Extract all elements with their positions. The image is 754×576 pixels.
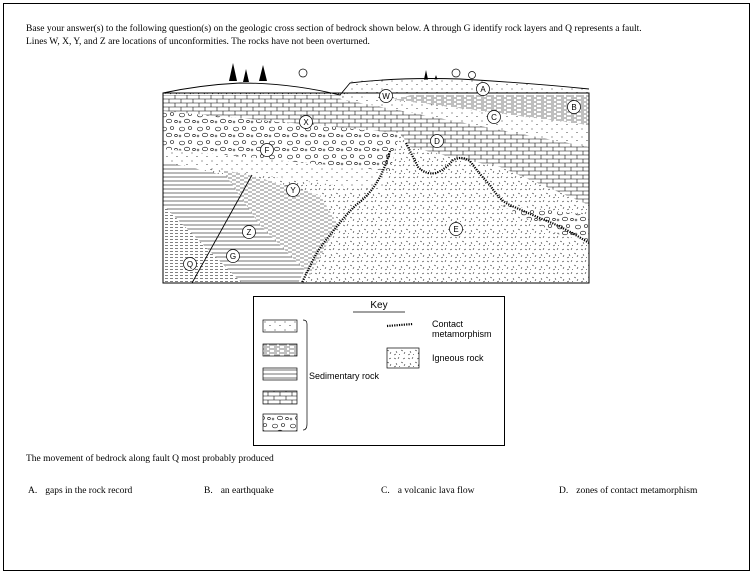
map-key: Key Sedimentary rock Contact metamorphis… <box>253 296 505 446</box>
choice-D[interactable]: D. zones of contact metamorphism <box>559 486 697 496</box>
choice-A-text: gaps in the rock record <box>45 486 133 496</box>
layer-labels: A B C D E F G Q W X Y Z <box>183 82 581 271</box>
intro-line-2: Lines W, X, Y, and Z are locations of un… <box>26 37 370 47</box>
intro-line-1: Base your answer(s) to the following que… <box>26 24 642 34</box>
choice-B-letter: B. <box>204 486 213 496</box>
key-contact-line-2: metamorphism <box>432 329 492 339</box>
label-A: A <box>476 82 490 96</box>
label-E: E <box>449 222 463 236</box>
choice-D-letter: D. <box>559 486 569 496</box>
contact-metamorphism-symbol <box>386 322 414 328</box>
svg-text:X: X <box>303 118 309 127</box>
label-F: F <box>260 143 274 157</box>
label-G: G <box>226 249 240 263</box>
label-D: D <box>430 134 444 148</box>
key-igneous-swatch <box>386 347 420 369</box>
contact-metamorphism-line <box>300 142 590 284</box>
svg-text:A: A <box>480 85 486 94</box>
svg-text:B: B <box>571 103 576 112</box>
layer-C-dotted <box>340 95 589 147</box>
layer-A-top <box>350 79 589 95</box>
ground-surface-line <box>162 78 590 96</box>
choice-B[interactable]: B. an earthquake <box>204 486 274 496</box>
layer-B-shale <box>390 87 589 125</box>
svg-text:F: F <box>265 146 270 155</box>
label-W: W <box>379 89 393 103</box>
key-title: Key <box>370 300 387 311</box>
choice-A-letter: A. <box>28 486 38 496</box>
key-igneous-label: Igneous rock <box>432 353 484 363</box>
svg-text:W: W <box>382 92 390 101</box>
svg-text:Z: Z <box>247 228 252 237</box>
layer-dotted-lower <box>163 149 390 191</box>
svg-text:C: C <box>491 113 497 122</box>
choice-C-text: a volcanic lava flow <box>397 486 475 496</box>
svg-text:D: D <box>434 137 440 146</box>
question-stem: The movement of bedrock along fault Q mo… <box>26 454 274 464</box>
choice-C[interactable]: C. a volcanic lava flow <box>381 486 474 496</box>
label-Z: Z <box>242 225 256 239</box>
svg-text:G: G <box>230 252 236 261</box>
key-sedimentary-swatches <box>262 319 298 432</box>
key-contact-line-1: Contact <box>432 319 464 329</box>
label-B: B <box>567 100 581 114</box>
label-X: X <box>299 115 313 129</box>
layer-brick-left <box>163 95 405 133</box>
layer-right-conglomerate <box>500 205 589 241</box>
label-C: C <box>487 110 501 124</box>
fault-Q-line <box>191 174 253 284</box>
cross-section-border <box>162 92 590 284</box>
choice-C-letter: C. <box>381 486 390 496</box>
svg-text:Y: Y <box>290 186 296 195</box>
layer-D-brick <box>340 99 589 205</box>
geologic-cross-section: A B C D E F G Q W X Y Z <box>162 63 590 284</box>
choice-A[interactable]: A. gaps in the rock record <box>28 486 132 496</box>
choice-B-text: an earthquake <box>220 486 274 496</box>
svg-text:Q: Q <box>187 260 193 269</box>
sedimentary-bracket <box>302 319 308 431</box>
choice-D-text: zones of contact metamorphism <box>576 486 698 496</box>
layer-F-conglomerate <box>163 111 400 171</box>
question-intro: Base your answer(s) to the following que… <box>26 23 726 49</box>
label-Q: Q <box>183 257 197 271</box>
svg-text:E: E <box>453 225 458 234</box>
label-Y: Y <box>286 183 300 197</box>
key-sedimentary-label: Sedimentary rock <box>309 371 380 381</box>
tilted-layer-2 <box>220 167 338 275</box>
